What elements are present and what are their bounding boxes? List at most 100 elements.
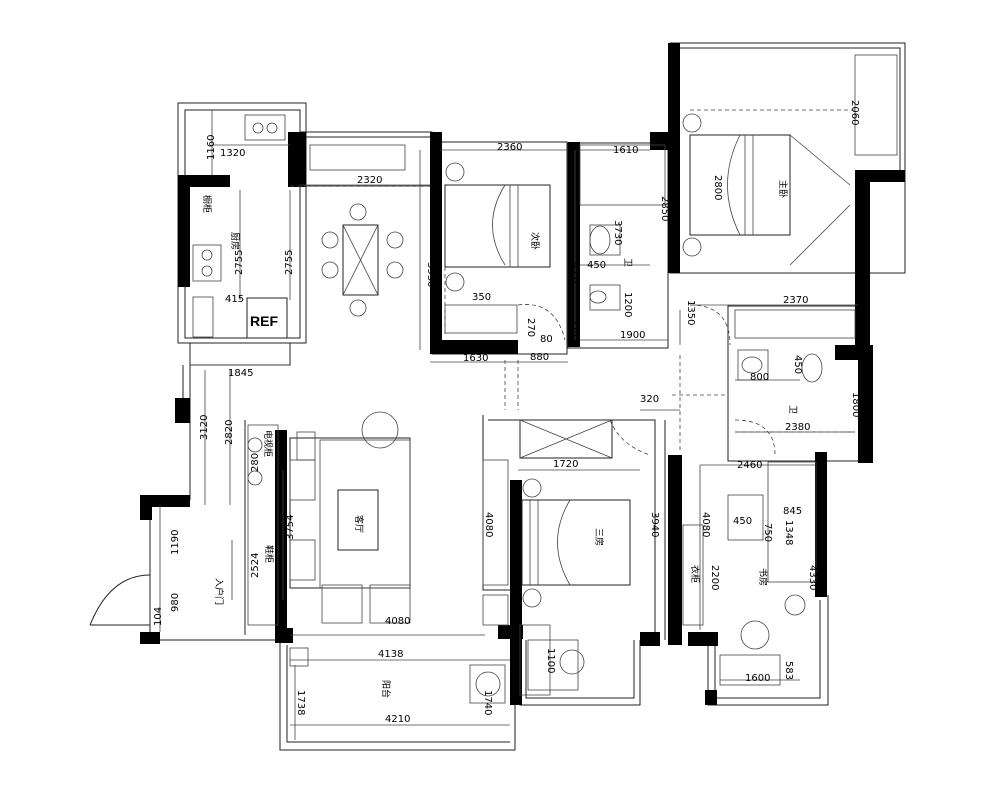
dim-label: 450 bbox=[587, 260, 606, 271]
dim-label: 4138 bbox=[378, 649, 403, 660]
dim-label: 1190 bbox=[170, 530, 181, 555]
dim-label: 4210 bbox=[385, 714, 410, 725]
dim-label: 1845 bbox=[228, 368, 253, 379]
dim-label: 2460 bbox=[737, 460, 762, 471]
dim-label: 3940 bbox=[649, 512, 660, 537]
room-label-balcony: 阳台 bbox=[380, 680, 392, 698]
dim-label: 4080 bbox=[385, 616, 410, 627]
dim-label: 1348 bbox=[783, 520, 794, 545]
solid-walls bbox=[140, 43, 905, 705]
dim-label: 2380 bbox=[785, 422, 810, 433]
wall bbox=[650, 132, 670, 150]
dim-label: 2360 bbox=[497, 142, 522, 153]
room-label-living-room: 客厅 bbox=[353, 515, 365, 533]
wall bbox=[668, 455, 682, 645]
room-label-kitchen: 厨房 bbox=[229, 232, 241, 250]
dim-label: 280 bbox=[250, 453, 261, 472]
dim-label: 2370 bbox=[783, 295, 808, 306]
dim-label: 3730 bbox=[612, 220, 623, 245]
dim-label: 4330 bbox=[807, 565, 818, 590]
dim-label: 320 bbox=[640, 394, 659, 405]
kitchen-sink bbox=[244, 114, 286, 141]
furniture: REF bbox=[192, 54, 898, 704]
dim-label: 4080 bbox=[483, 512, 494, 537]
dim-label: 2850 bbox=[659, 196, 670, 221]
dim-label: 1610 bbox=[613, 145, 638, 156]
door-swings bbox=[89, 109, 855, 626]
wall-outlines bbox=[149, 42, 906, 751]
wall bbox=[288, 132, 306, 187]
wall bbox=[175, 398, 190, 423]
dim-label: 2820 bbox=[224, 420, 235, 445]
dim-label: 1720 bbox=[553, 459, 578, 470]
fridge-label: REF bbox=[250, 313, 278, 329]
dim-label: 270 bbox=[567, 318, 578, 337]
dim-label: 2755 bbox=[234, 250, 245, 275]
dim-label: 2060 bbox=[849, 100, 860, 125]
dim-label: 2524 bbox=[250, 553, 261, 578]
wall bbox=[430, 132, 442, 150]
room-label-entrance: 入户门 bbox=[213, 578, 225, 605]
dim-label: 1900 bbox=[620, 330, 645, 341]
dim-label: 1630 bbox=[463, 353, 488, 364]
fridge bbox=[246, 297, 288, 339]
dim-label: 3560 bbox=[567, 258, 578, 283]
dim-label: 1740 bbox=[482, 690, 493, 715]
dim-label: 2755 bbox=[284, 250, 295, 275]
dim-label: 880 bbox=[530, 352, 549, 363]
dim-label: 1100 bbox=[545, 648, 556, 673]
dim-label: 415 bbox=[225, 294, 244, 305]
wall bbox=[688, 632, 718, 646]
dim-label: 1320 bbox=[220, 148, 245, 159]
bed bbox=[689, 134, 791, 236]
dim-label: 1160 bbox=[206, 135, 217, 160]
dim-label: 1738 bbox=[295, 690, 306, 715]
dim-label: 450 bbox=[792, 355, 803, 374]
room-labels: 橱柜 厨房 次卧 卫 主卧 卫 客厅 三房 书房 入户门 阳台 鞋柜 衣柜 电视… bbox=[201, 180, 797, 698]
room-label-study: 书房 bbox=[757, 568, 769, 586]
dimension-lines bbox=[159, 110, 858, 740]
wall bbox=[855, 170, 870, 345]
wall bbox=[568, 142, 580, 347]
stove bbox=[192, 244, 222, 282]
wall bbox=[705, 690, 717, 705]
dining-table bbox=[342, 224, 379, 296]
room-label-kitchen-unit: 橱柜 bbox=[201, 195, 213, 213]
dim-label: 1800 bbox=[850, 392, 861, 417]
room-label-master-bedroom: 主卧 bbox=[777, 180, 789, 198]
sofa bbox=[289, 437, 411, 589]
dim-label: 2320 bbox=[357, 175, 382, 186]
dim-label: 3930 bbox=[425, 262, 436, 287]
dim-label: 1200 bbox=[622, 292, 633, 317]
dim-label: 3120 bbox=[199, 415, 210, 440]
room-label-third-bedroom: 三房 bbox=[593, 528, 605, 546]
room-label-tv-cabinet: 电视柜 bbox=[262, 430, 274, 457]
wall bbox=[178, 175, 230, 187]
dim-label: 350 bbox=[472, 292, 491, 303]
wall bbox=[815, 452, 827, 597]
dim-label: 750 bbox=[762, 523, 773, 542]
bed bbox=[521, 499, 631, 586]
room-label-second-bedroom: 次卧 bbox=[529, 232, 541, 250]
wall bbox=[430, 340, 518, 354]
wall bbox=[498, 625, 523, 639]
dim-label: 1600 bbox=[745, 673, 770, 684]
dim-label: 450 bbox=[733, 516, 752, 527]
dim-label: 80 bbox=[540, 334, 553, 345]
dim-label: 845 bbox=[783, 506, 802, 517]
bed bbox=[444, 184, 551, 268]
wall bbox=[178, 175, 190, 287]
dim-label: 270 bbox=[525, 318, 536, 337]
wall bbox=[140, 495, 152, 520]
wall bbox=[668, 43, 680, 273]
dim-label: 104 bbox=[153, 607, 164, 626]
room-label-shoe-cabinet: 鞋柜 bbox=[263, 545, 275, 563]
room-label-bathroom-2: 卫 bbox=[787, 405, 797, 414]
wall bbox=[430, 132, 442, 354]
dim-label: 3754 bbox=[285, 515, 296, 540]
dim-label: 2800 bbox=[712, 175, 723, 200]
coffee-table bbox=[337, 489, 379, 551]
wall bbox=[858, 345, 873, 463]
dim-label: 2200 bbox=[709, 565, 720, 590]
dim-label: 583 bbox=[783, 661, 794, 680]
